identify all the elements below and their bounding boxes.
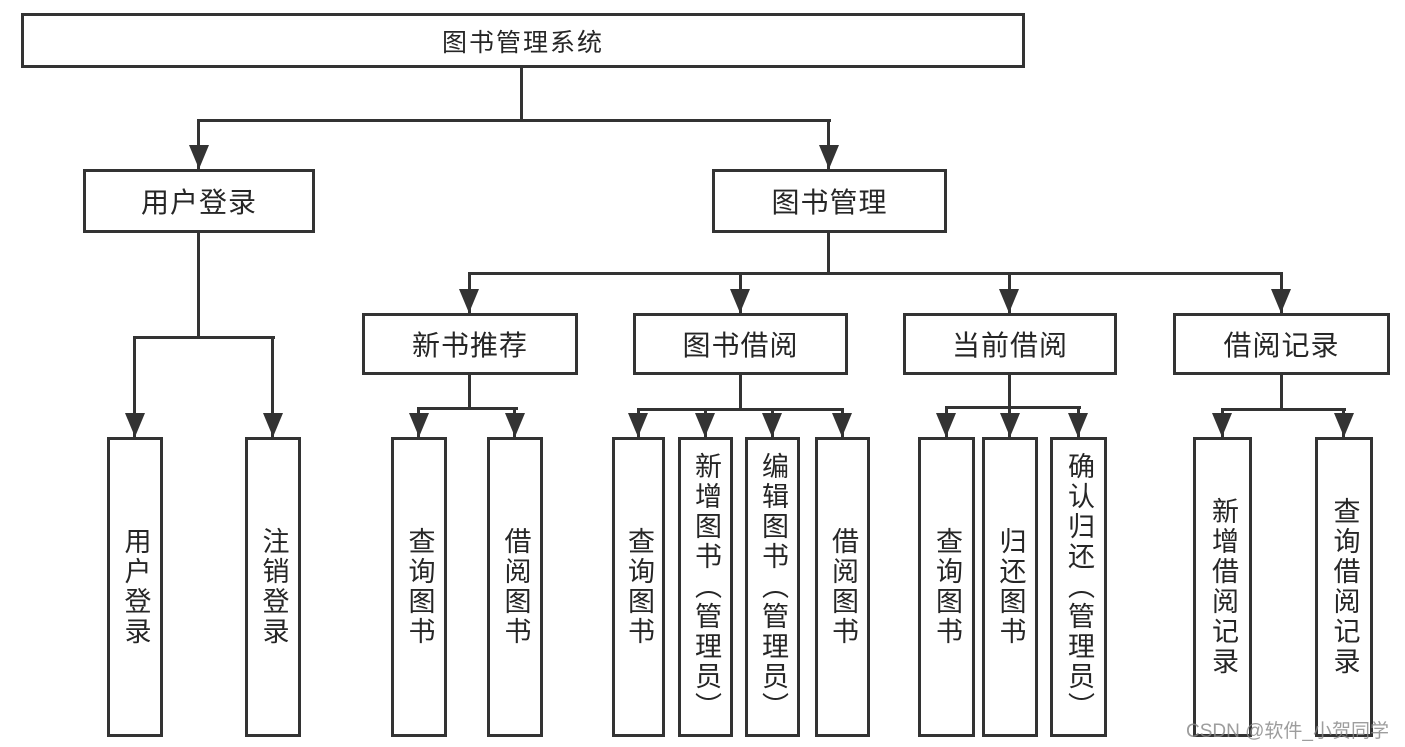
arrow-down-icon <box>263 413 283 437</box>
arrow-down-icon <box>730 289 750 313</box>
leaf-logout-login-label: 注销登录 <box>258 527 289 647</box>
leaf-logout-login: 注销登录 <box>245 437 301 737</box>
leaf-bb-add-books-admin: 新增图书（管理员） <box>678 437 733 737</box>
node-root: 图书管理系统 <box>21 13 1025 68</box>
connector-vline <box>520 68 523 122</box>
leaf-bb-query-books-label: 查询图书 <box>624 527 654 647</box>
leaf-br-query-record: 查询借阅记录 <box>1315 437 1373 737</box>
leaf-nb-borrow-books: 借阅图书 <box>487 437 543 737</box>
leaf-user-login: 用户登录 <box>107 437 163 737</box>
leaf-cb-query-books: 查询图书 <box>918 437 975 737</box>
node-borrow-records: 借阅记录 <box>1173 313 1390 375</box>
node-new-book-recommend-label: 新书推荐 <box>411 330 528 361</box>
connector-vline <box>1008 375 1011 409</box>
connector-hline <box>417 407 518 410</box>
leaf-bb-edit-books-admin: 编辑图书（管理员） <box>745 437 800 737</box>
leaf-nb-borrow-books-label: 借阅图书 <box>500 527 531 647</box>
leaf-bb-edit-books-admin-label: 编辑图书（管理员） <box>758 452 788 722</box>
connector-hline <box>468 272 1283 275</box>
arrow-down-icon <box>1271 289 1291 313</box>
arrow-down-icon <box>1000 413 1020 437</box>
leaf-cb-return-books: 归还图书 <box>982 437 1038 737</box>
node-current-borrowing-label: 当前借阅 <box>951 330 1068 361</box>
node-book-borrowing-label: 图书借阅 <box>682 330 799 361</box>
leaf-br-add-record-label: 新增借阅记录 <box>1208 497 1238 677</box>
node-root-label: 图书管理系统 <box>441 28 604 57</box>
arrow-down-icon <box>505 413 525 437</box>
arrow-down-icon <box>819 145 839 169</box>
connector-vline <box>197 119 200 169</box>
node-user-login-label: 用户登录 <box>140 187 257 218</box>
node-borrow-records-label: 借阅记录 <box>1223 330 1340 361</box>
arrow-down-icon <box>459 289 479 313</box>
connector-hline <box>133 336 275 339</box>
arrow-down-icon <box>695 413 715 437</box>
connector-hline <box>945 406 1081 409</box>
arrow-down-icon <box>628 413 648 437</box>
arrow-down-icon <box>832 413 852 437</box>
arrow-down-icon <box>1212 413 1232 437</box>
node-book-management-label: 图书管理 <box>771 187 888 218</box>
connector-vline <box>271 336 274 437</box>
arrow-down-icon <box>936 413 956 437</box>
arrow-down-icon <box>1068 413 1088 437</box>
node-book-management: 图书管理 <box>712 169 947 233</box>
leaf-nb-query-books: 查询图书 <box>391 437 447 737</box>
arrow-down-icon <box>189 145 209 169</box>
connector-vline <box>133 336 136 437</box>
connector-vline <box>739 375 742 411</box>
leaf-br-add-record: 新增借阅记录 <box>1193 437 1252 737</box>
connector-vline <box>827 119 830 169</box>
arrow-down-icon <box>409 413 429 437</box>
leaf-bb-borrow-books: 借阅图书 <box>815 437 870 737</box>
leaf-cb-confirm-return-admin-label: 确认归还（管理员） <box>1064 452 1094 722</box>
connector-vline <box>468 375 471 410</box>
leaf-cb-query-books-label: 查询图书 <box>932 527 962 647</box>
connector-hline <box>1221 408 1346 411</box>
leaf-br-query-record-label: 查询借阅记录 <box>1329 497 1360 677</box>
arrow-down-icon <box>999 289 1019 313</box>
connector-vline <box>1280 375 1283 411</box>
arrow-down-icon <box>125 413 145 437</box>
leaf-bb-add-books-admin-label: 新增图书（管理员） <box>691 452 721 722</box>
csdn-watermark: CSDN @软件_小贺同学 <box>1186 721 1389 742</box>
node-new-book-recommend: 新书推荐 <box>362 313 578 375</box>
connector-vline <box>197 233 200 339</box>
connector-hline <box>637 408 844 411</box>
leaf-cb-confirm-return-admin: 确认归还（管理员） <box>1050 437 1107 737</box>
connector-hline <box>197 119 831 122</box>
leaf-bb-borrow-books-label: 借阅图书 <box>828 527 858 647</box>
leaf-user-login-label: 用户登录 <box>120 527 151 647</box>
leaf-nb-query-books-label: 查询图书 <box>404 527 435 647</box>
connector-vline <box>827 233 830 275</box>
leaf-cb-return-books-label: 归还图书 <box>995 527 1026 647</box>
leaf-bb-query-books: 查询图书 <box>612 437 665 737</box>
node-current-borrowing: 当前借阅 <box>903 313 1117 375</box>
arrow-down-icon <box>762 413 782 437</box>
node-book-borrowing: 图书借阅 <box>633 313 848 375</box>
arrow-down-icon <box>1334 413 1354 437</box>
node-user-login: 用户登录 <box>83 169 315 233</box>
